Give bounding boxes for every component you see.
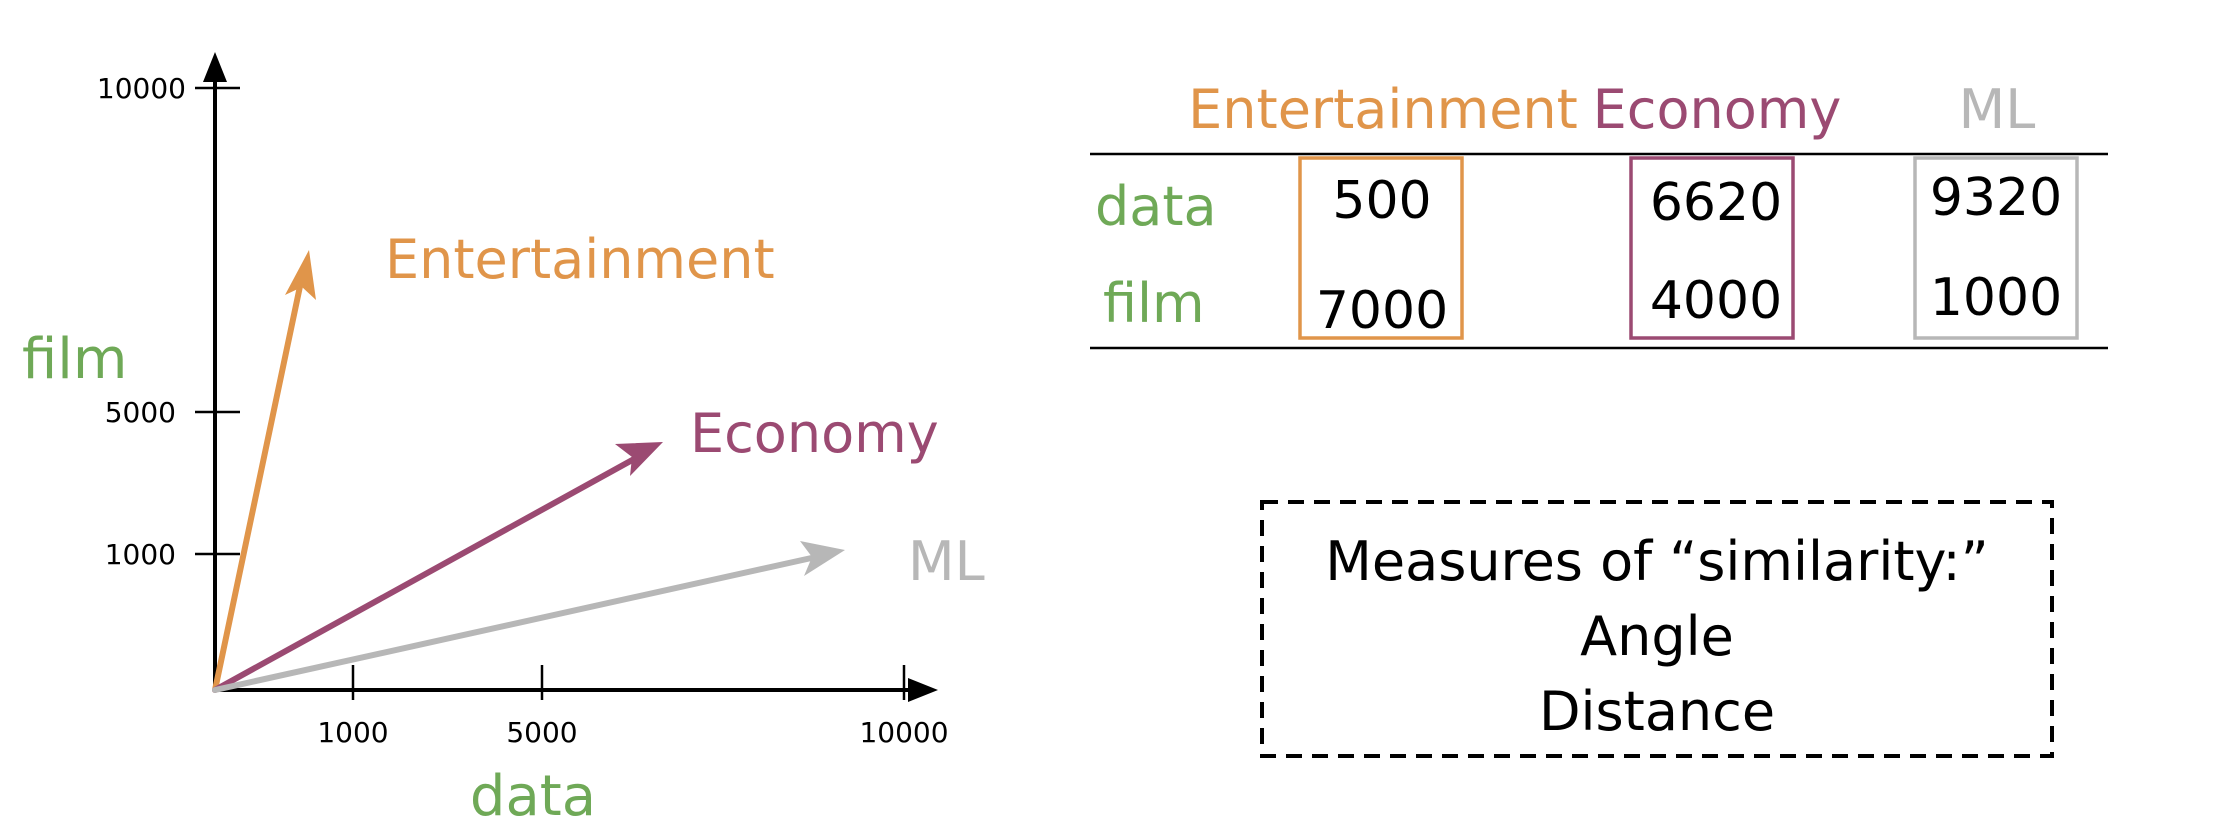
entertainment-arrowhead	[285, 250, 316, 300]
y-tick-label: 10000	[97, 72, 186, 105]
note-dashed-box	[1260, 500, 2054, 758]
y-axis-title: film	[22, 327, 127, 392]
table-cell: 1000	[1930, 268, 2062, 328]
economy-arrowhead	[615, 442, 663, 476]
table-cell: 6620	[1650, 173, 1782, 233]
table-cell: 4000	[1650, 271, 1782, 331]
economy-column-box	[1629, 156, 1795, 340]
table-cell: 500	[1332, 171, 1431, 231]
x-axis-title: data	[470, 764, 596, 829]
table-row-label-data: data	[1095, 175, 1217, 238]
similarity-note: Measures of “similarity:” Angle Distance	[1260, 500, 2054, 758]
y-axis-arrowhead	[203, 52, 227, 82]
vector-plot: 10000 5000 1000 1000 5000 10000 film dat…	[22, 52, 985, 829]
entertainment-vector	[212, 250, 316, 693]
table-header-ml: ML	[1959, 78, 2036, 141]
note-line: Distance	[1539, 680, 1775, 743]
note-line: Measures of “similarity:”	[1325, 530, 1988, 593]
note-line: Angle	[1580, 605, 1734, 668]
table-cell: 9320	[1930, 168, 2062, 228]
economy-vector	[212, 442, 663, 693]
economy-vector-label: Economy	[690, 402, 939, 465]
entertainment-vector-label: Entertainment	[385, 228, 775, 291]
entertainment-column-box	[1298, 156, 1464, 340]
ml-column-box	[1913, 156, 2079, 340]
x-axis-arrowhead	[908, 678, 938, 702]
x-tick-label: 10000	[859, 716, 948, 749]
ml-arrowhead	[800, 541, 845, 576]
ml-vector	[212, 541, 845, 693]
vector-table: Entertainment Economy ML data film 500 6…	[1090, 78, 2108, 350]
table-header-economy: Economy	[1593, 78, 1842, 141]
table-cell: 7000	[1316, 281, 1448, 341]
table-header-entertainment: Entertainment	[1188, 78, 1578, 141]
ml-vector-label: ML	[908, 530, 985, 593]
y-tick-label: 1000	[105, 538, 176, 571]
x-tick-label: 1000	[317, 716, 388, 749]
x-tick-label: 5000	[506, 716, 577, 749]
table-row-label-film: film	[1103, 272, 1205, 335]
y-tick-label: 5000	[105, 396, 176, 429]
